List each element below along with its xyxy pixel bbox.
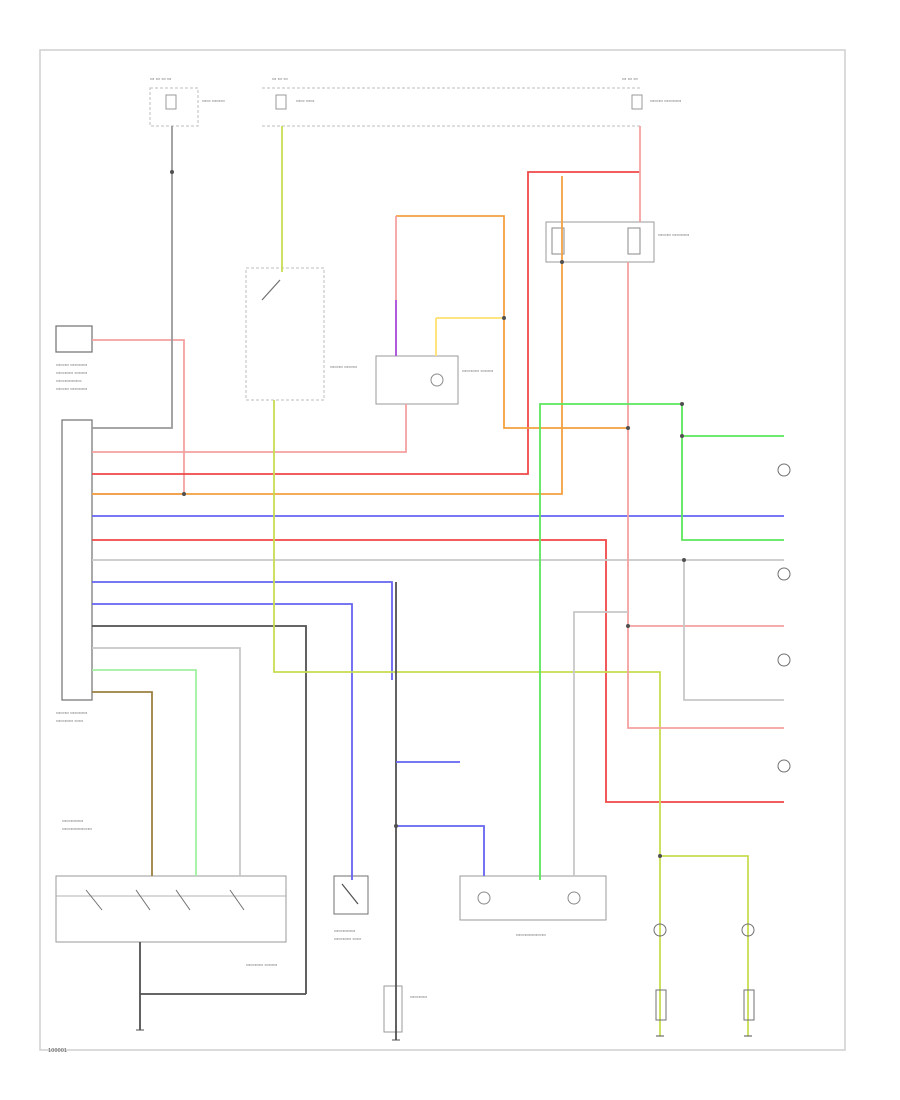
wire-ground-bus <box>139 942 306 1030</box>
svg-text:▭▭▭▭▭: ▭▭▭▭▭ <box>334 929 355 934</box>
wire-red-top <box>92 126 173 429</box>
wire-red-1 <box>92 339 185 495</box>
combination-switch: ▭▭▭ ▭▭▭ <box>245 267 357 401</box>
lamp-group-right <box>653 463 791 1021</box>
svg-text:▭▭▭▭ ▭▭▭: ▭▭▭▭ ▭▭▭ <box>462 369 493 374</box>
svg-text:▭▭▭▭: ▭▭▭▭ <box>410 995 427 1000</box>
wire-blue-lower <box>396 761 485 876</box>
wire-green-feed <box>273 400 661 1036</box>
parking-brake-switch: ▭▭▭▭▭ ▭▭▭▭ ▭▭ <box>333 875 369 942</box>
wire-blue-8 <box>92 581 393 680</box>
junction-dots <box>170 170 686 858</box>
wire-gray-11 <box>92 647 241 876</box>
lamp-icon <box>777 567 791 581</box>
wire-red-3 <box>92 171 640 475</box>
svg-text:▭▭▭ ▭▭▭▭: ▭▭▭ ▭▭▭▭ <box>56 711 87 716</box>
dimmer-relay: ▭▭▭▭ ▭▭▭ <box>375 355 493 405</box>
svg-text:▭▭ ▭▭▭: ▭▭ ▭▭▭ <box>202 99 225 104</box>
svg-text:▭▭▭ ▭▭▭: ▭▭▭ ▭▭▭ <box>330 365 357 370</box>
svg-text:▭▭▭▭▭▭▭: ▭▭▭▭▭▭▭ <box>62 827 92 832</box>
wire-gray-lower <box>573 611 628 876</box>
svg-text:▭ ▭ ▭ ▭: ▭ ▭ ▭ ▭ <box>150 77 171 82</box>
wire-green-right <box>539 403 784 880</box>
headlight-relay: ▭▭▭ ▭▭▭▭ <box>545 221 689 263</box>
daytime-running-light-unit: ▭▭▭ ▭▭▭▭ ▭▭▭▭ ▭▭▭ ▭▭▭▭▭▭ ▭▭▭ ▭▭▭▭ ▭▭▭ ▭▭… <box>55 325 93 724</box>
wire-gray-box <box>683 560 784 701</box>
svg-text:▭▭▭▭ ▭▭: ▭▭▭▭ ▭▭ <box>56 719 83 724</box>
wire-dark-10 <box>92 625 307 994</box>
wire-red-6 <box>92 539 784 803</box>
svg-text:▭▭▭▭▭▭: ▭▭▭▭▭▭ <box>56 379 82 384</box>
lamp-icon <box>777 463 791 477</box>
wire-pink-right <box>627 262 784 729</box>
wire-blue-9 <box>92 603 353 880</box>
wire-olive-13 <box>92 691 153 876</box>
svg-text:▭▭▭▭▭: ▭▭▭▭▭ <box>62 819 83 824</box>
svg-text:▭▭▭▭ ▭▭▭: ▭▭▭▭ ▭▭▭ <box>246 963 277 968</box>
svg-text:▭▭▭▭ ▭▭▭: ▭▭▭▭ ▭▭▭ <box>56 371 87 376</box>
svg-text:▭▭▭ ▭▭▭▭: ▭▭▭ ▭▭▭▭ <box>650 99 681 104</box>
wire-green-low <box>660 855 749 1036</box>
wire-olive-12 <box>92 669 197 876</box>
wire-pink-2 <box>92 404 407 453</box>
svg-text:▭▭▭▭▭▭▭: ▭▭▭▭▭▭▭ <box>516 933 546 938</box>
svg-text:▭ ▭ ▭: ▭ ▭ ▭ <box>622 77 638 82</box>
lamp-icon <box>777 759 791 773</box>
ground-symbols <box>136 1029 752 1041</box>
ground-connector: ▭▭▭▭ <box>383 985 427 1033</box>
instrument-cluster: ▭▭▭▭▭▭▭ <box>459 875 607 938</box>
svg-text:▭▭▭▭ ▭▭: ▭▭▭▭ ▭▭ <box>334 937 361 942</box>
lamp-icon <box>653 923 667 937</box>
lamp-icon <box>777 653 791 667</box>
figure-ref: 100001 <box>48 1048 67 1054</box>
lamp-icon <box>741 923 755 937</box>
svg-text:▭ ▭ ▭: ▭ ▭ ▭ <box>272 77 288 82</box>
diagram-frame <box>39 49 846 1051</box>
svg-text:▭▭▭ ▭▭▭▭: ▭▭▭ ▭▭▭▭ <box>658 233 689 238</box>
wire-orange-4 <box>92 176 563 495</box>
svg-text:▭▭ ▭▭: ▭▭ ▭▭ <box>296 99 314 104</box>
top-power-bus: ▭ ▭ ▭ ▭ ▭ ▭ ▭ ▭ ▭ ▭ ▭▭ ▭▭▭ ▭▭ ▭▭ ▭▭▭ ▭▭▭… <box>149 77 681 127</box>
wire-bundle <box>92 126 784 1040</box>
svg-text:▭▭▭ ▭▭▭▭: ▭▭▭ ▭▭▭▭ <box>56 363 87 368</box>
svg-text:▭▭▭ ▭▭▭▭: ▭▭▭ ▭▭▭▭ <box>56 387 87 392</box>
light-switch-assembly: ▭▭▭▭▭ ▭▭▭▭▭▭▭ ▭▭▭▭ ▭▭▭ <box>55 819 287 968</box>
wire-orange-relay <box>396 215 628 429</box>
